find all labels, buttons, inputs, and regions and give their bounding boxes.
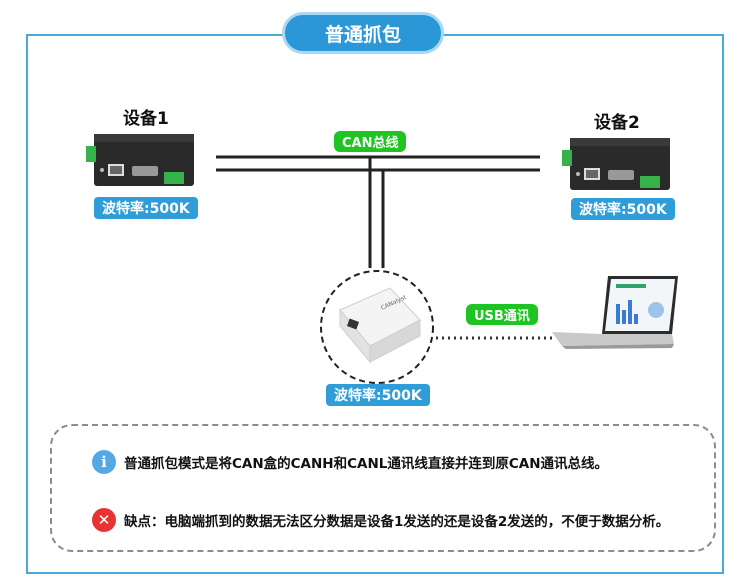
notes-box: i 普通抓包模式是将CAN盒的CANH和CANL通讯线直接并连到原CAN通讯总线…	[50, 424, 716, 552]
device1-baud-badge: 波特率:500K	[94, 197, 198, 219]
device1-label: 设备1	[123, 109, 169, 129]
usb-label: USB通讯	[466, 304, 538, 325]
device1-image	[86, 134, 194, 186]
can-analyzer-image: CANalyst	[339, 287, 421, 364]
laptop-image	[552, 276, 678, 349]
info-icon: i	[92, 450, 116, 474]
analyzer-baud-badge: 波特率:500K	[326, 384, 430, 406]
info-note-text: 普通抓包模式是将CAN盒的CANH和CANL通讯线直接并连到原CAN通讯总线。	[124, 456, 609, 472]
can-bus-label: CAN总线	[334, 131, 407, 152]
device2-label: 设备2	[594, 113, 640, 133]
device2-baud-badge: 波特率:500K	[571, 198, 675, 220]
con-note: ✕ 缺点：电脑端抓到的数据无法区分数据是设备1发送的还是设备2发送的，不便于数据…	[92, 508, 669, 532]
page-title: 普通抓包	[282, 12, 444, 54]
info-note: i 普通抓包模式是将CAN盒的CANH和CANL通讯线直接并连到原CAN通讯总线…	[92, 450, 608, 474]
con-note-text: 缺点：电脑端抓到的数据无法区分数据是设备1发送的还是设备2发送的，不便于数据分析…	[124, 514, 670, 530]
device2-image	[562, 138, 670, 190]
close-icon: ✕	[92, 508, 116, 532]
